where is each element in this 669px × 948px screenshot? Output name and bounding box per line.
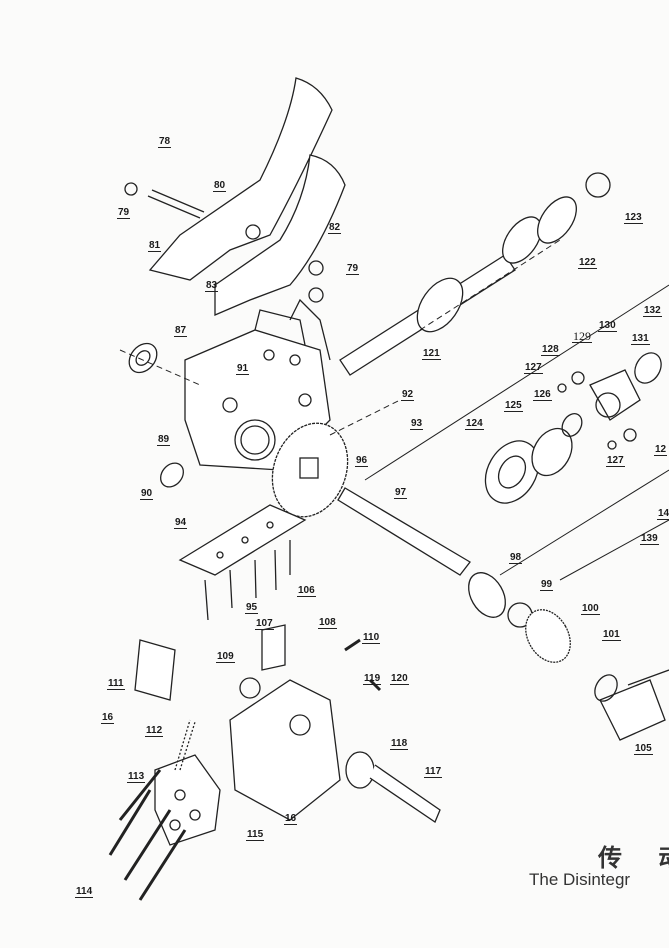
part-label-117: 117 xyxy=(424,766,443,778)
part-label-122: 122 xyxy=(578,257,597,269)
part-label-94: 94 xyxy=(174,517,188,529)
part-label-124: 124 xyxy=(465,418,484,430)
part-label-119: 119 xyxy=(363,673,382,685)
part-label-81: 81 xyxy=(148,240,162,252)
part-label-79: 79 xyxy=(117,207,131,219)
part-label-111: 111 xyxy=(107,678,125,690)
part-label-120: 120 xyxy=(390,673,409,685)
part-label-16: 16 xyxy=(101,712,115,724)
part-label-128: 128 xyxy=(541,344,560,356)
part-label-97: 97 xyxy=(394,487,408,499)
part-label-96: 96 xyxy=(355,455,369,467)
part-label-118: 118 xyxy=(390,738,409,750)
part-label-129: 129 xyxy=(572,329,592,343)
part-label-107: 107 xyxy=(255,618,274,630)
part-label-14: 14 xyxy=(657,508,669,520)
part-label-95: 95 xyxy=(245,602,259,614)
part-label-139: 139 xyxy=(640,533,659,545)
shaft-97 xyxy=(337,487,471,576)
part-label-12: 12 xyxy=(654,444,668,456)
lower-housing xyxy=(229,679,341,821)
part-label-106: 106 xyxy=(297,585,316,597)
part-label-114: 114 xyxy=(75,886,94,898)
part-label-79: 79 xyxy=(346,263,360,275)
section-title-english: The Disintegr xyxy=(529,870,631,889)
part-label-132: 132 xyxy=(643,305,662,317)
pedal-lower xyxy=(214,154,346,316)
part-label-121: 121 xyxy=(422,348,441,360)
block-113 xyxy=(154,754,221,846)
part-label-98: 98 xyxy=(509,552,523,564)
part-label-127: 127 xyxy=(606,455,625,467)
part-label-125: 125 xyxy=(504,400,523,412)
part-label-91: 91 xyxy=(236,363,250,375)
part-label-131: 131 xyxy=(631,333,650,345)
part-label-92: 92 xyxy=(401,389,415,401)
part-label-101: 101 xyxy=(602,629,621,641)
part-label-16: 16 xyxy=(284,813,298,825)
part-label-83: 83 xyxy=(205,280,219,292)
part-label-109: 109 xyxy=(216,651,235,663)
part-label-78: 78 xyxy=(158,136,172,148)
part-label-100: 100 xyxy=(581,603,600,615)
part-label-130: 130 xyxy=(598,320,617,332)
part-label-126: 126 xyxy=(533,389,552,401)
part-label-80: 80 xyxy=(213,180,227,192)
part-label-123: 123 xyxy=(624,212,643,224)
part-label-90: 90 xyxy=(140,488,154,500)
section-title-chinese: 传 动 xyxy=(598,844,669,872)
part-label-127: 127 xyxy=(524,362,543,374)
part-label-87: 87 xyxy=(174,325,188,337)
part-label-82: 82 xyxy=(328,222,342,234)
part-label-110: 110 xyxy=(362,632,381,644)
part-label-89: 89 xyxy=(157,434,171,446)
part-label-93: 93 xyxy=(410,418,424,430)
part-label-113: 113 xyxy=(127,771,146,783)
part-label-115: 115 xyxy=(246,829,265,841)
part-label-105: 105 xyxy=(634,743,653,755)
pedal-upper xyxy=(148,77,333,281)
part-label-108: 108 xyxy=(318,617,337,629)
part-label-99: 99 xyxy=(540,579,554,591)
part-label-112: 112 xyxy=(145,725,164,737)
